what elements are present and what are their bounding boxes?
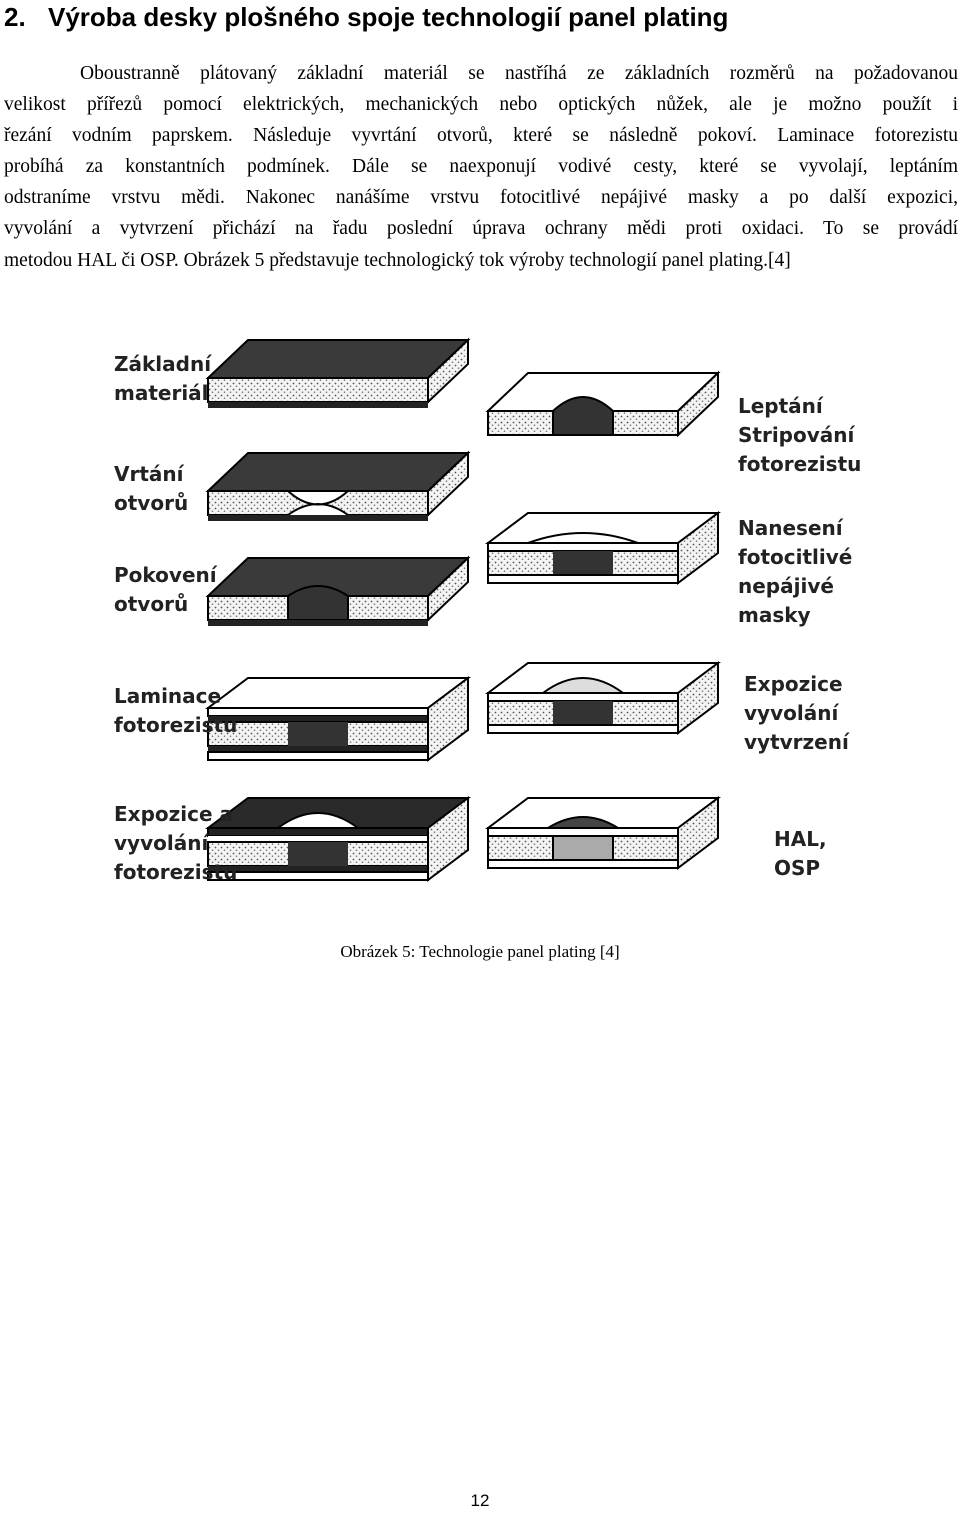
- paragraph-line: metodou HAL či OSP. Obrázek 5 představuj…: [4, 249, 791, 271]
- paragraph-line: probíhá za konstantních podmínek. Dále s…: [4, 156, 958, 178]
- step-label-line: otvorů: [114, 491, 189, 515]
- step-label-hal-osp: HAL, OSP: [774, 825, 827, 883]
- step-label-line: Základní: [114, 352, 212, 376]
- step-label-etching: Leptání Stripování fotorezistu: [738, 392, 861, 479]
- paragraph-line: řezání vodním paprskem. Následuje vyvrtá…: [4, 125, 958, 147]
- section-heading: 2. Výroba desky plošného spoje technologi…: [4, 0, 728, 34]
- section-title: Výroba desky plošného spoje technologií …: [48, 2, 729, 32]
- board-drilling: [205, 450, 471, 521]
- step-label-line: Expozice a: [114, 802, 233, 826]
- step-label-line: vyvolání: [114, 831, 209, 855]
- paragraph-line: odstraníme vrstvu mědi. Nakonec nanášíme…: [4, 187, 958, 209]
- step-label-line: Leptání: [738, 394, 823, 418]
- step-label-base-material: Základní materiál: [114, 350, 211, 408]
- step-label-line: Expozice: [744, 672, 843, 696]
- step-label-line: nepájivé: [738, 574, 834, 598]
- process-figure: Základní materiál Vrtání otvorů Pokovení…: [108, 328, 861, 930]
- step-label-line: fotocitlivé: [738, 545, 853, 569]
- step-label-line: Pokovení: [114, 563, 217, 587]
- step-label-line: Nanesení: [738, 516, 843, 540]
- step-label-line: fotorezistu: [114, 860, 238, 884]
- figure-caption: Obrázek 5: Technologie panel plating [4]: [340, 942, 620, 961]
- paragraph-line: vyvolání a vytvrzení přichází na řadu po…: [4, 218, 958, 240]
- step-label-line: Laminace: [114, 684, 222, 708]
- section-number: 2.: [4, 2, 26, 32]
- page-number: 12: [470, 1491, 490, 1510]
- board-mask-exposure: [485, 661, 721, 735]
- step-label-drilling: Vrtání otvorů: [114, 460, 188, 518]
- step-label-line: masky: [738, 603, 811, 627]
- step-label-plating: Pokovení otvorů: [114, 561, 217, 619]
- step-label-lamination: Laminace fotorezistu: [114, 682, 237, 740]
- step-label-mask-exposure: Expozice vyvolání vytvrzení: [744, 670, 849, 757]
- board-base-material: [205, 337, 471, 408]
- paragraph-line: velikost přířezů pomocí elektrických, me…: [4, 94, 958, 116]
- step-label-line: vytvrzení: [744, 730, 849, 754]
- board-hal-osp: [485, 796, 721, 870]
- step-label-exposure: Expozice a vyvolání fotorezistu: [114, 800, 237, 887]
- step-label-line: otvorů: [114, 592, 189, 616]
- step-label-line: Vrtání: [114, 462, 184, 486]
- step-label-line: OSP: [774, 856, 821, 880]
- step-label-solder-mask: Nanesení fotocitlivé nepájivé masky: [738, 514, 852, 630]
- board-etching-stripping: [485, 370, 721, 438]
- pcb-process-illustration: [205, 337, 721, 882]
- step-label-line: materiál: [114, 381, 209, 405]
- step-label-line: vyvolání: [744, 701, 839, 725]
- board-lamination: [205, 676, 471, 762]
- paragraph-line: Oboustranně plátovaný základní materiál …: [80, 63, 958, 84]
- step-label-line: Stripování: [738, 423, 855, 447]
- board-plating: [205, 555, 471, 626]
- body-paragraph: Oboustranně plátovaný základní materiál …: [4, 58, 958, 276]
- step-label-line: HAL,: [774, 827, 827, 851]
- board-solder-mask: [485, 511, 721, 585]
- board-exposure-developing: [205, 796, 471, 882]
- step-label-line: fotorezistu: [738, 452, 862, 476]
- step-label-line: fotorezistu: [114, 713, 238, 737]
